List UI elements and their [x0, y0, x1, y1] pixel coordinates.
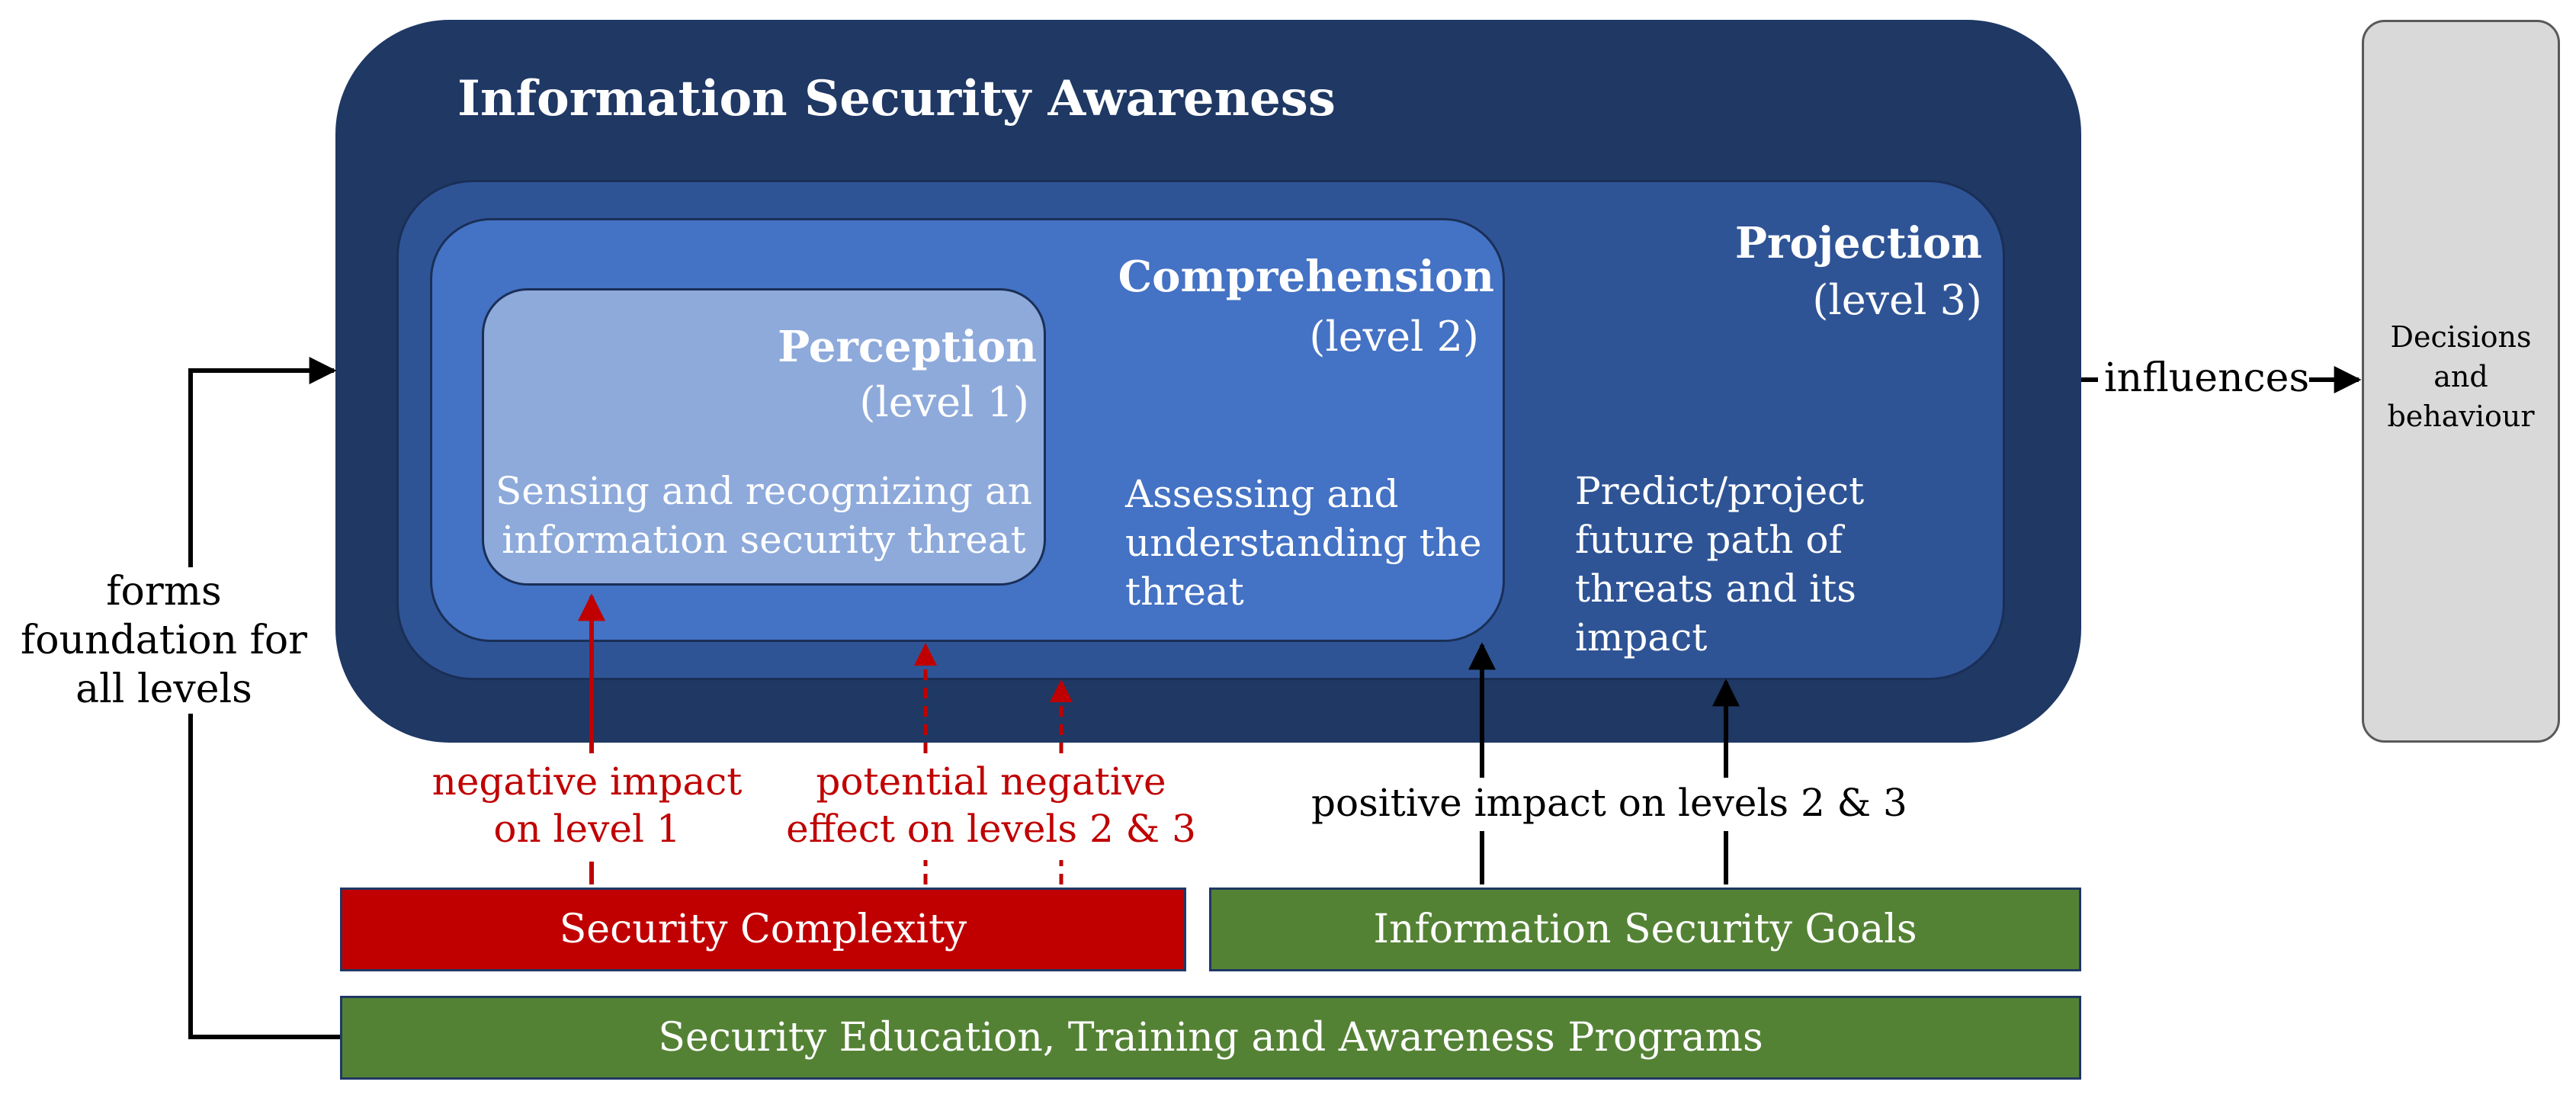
influences-label: influences: [2104, 355, 2310, 401]
main-title: Information Security Awareness: [457, 70, 1336, 127]
potential-negative-label: potential negative effect on levels 2 & …: [786, 759, 1196, 851]
decisions-label: Decisions and behaviour: [2387, 320, 2535, 433]
perception-level: (level 1): [859, 378, 1029, 426]
positive-impact-label: positive impact on levels 2 & 3: [1311, 781, 1907, 825]
projection-description: Predict/project future path of threats a…: [1575, 469, 1865, 660]
security-goals-bar: Information Security Goals: [1209, 888, 2081, 971]
security-complexity-bar: Security Complexity: [340, 888, 1186, 971]
projection-level: (level 3): [1812, 276, 1982, 324]
negative-impact-label: negative impact on level 1: [431, 759, 743, 851]
decisions-box: [2362, 20, 2560, 743]
comprehension-description: Assessing and understanding the threat: [1125, 472, 1482, 614]
comprehension-level: (level 2): [1309, 313, 1479, 361]
comprehension-title: Comprehension: [1118, 252, 1494, 302]
perception-title: Perception: [778, 322, 1037, 372]
foundation-label: forms foundation for all levels: [0, 567, 328, 714]
perception-box: [482, 288, 1046, 586]
seta-programs-bar: Security Education, Training and Awarene…: [340, 996, 2081, 1080]
projection-title: Projection: [1734, 218, 1982, 268]
perception-description: Sensing and recognizing an information s…: [496, 469, 1032, 562]
